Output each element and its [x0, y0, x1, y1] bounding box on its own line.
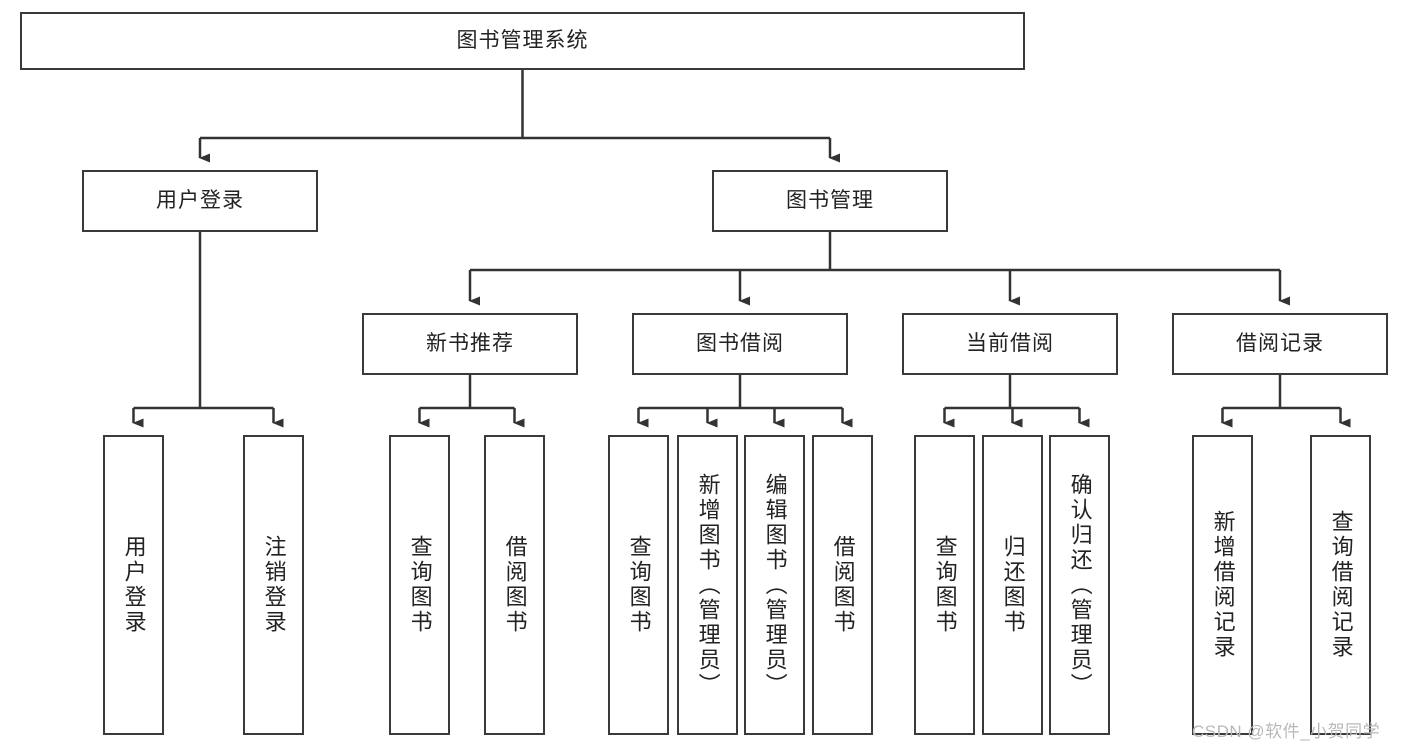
node-leaf-bw-add[interactable]: 新增图书（管理员） — [677, 435, 738, 735]
node-label-leaf-rec-add: 新增借阅记录 — [1210, 510, 1236, 660]
node-leaf-nb-query[interactable]: 查询图书 — [389, 435, 450, 735]
node-leaf-bw-query[interactable]: 查询图书 — [608, 435, 669, 735]
node-label-current: 当前借阅 — [966, 331, 1054, 355]
node-label-leaf-cur-confirm: 确认归还（管理员） — [1067, 472, 1093, 698]
node-records[interactable]: 借阅记录 — [1172, 313, 1388, 375]
node-label-leaf-user-login: 用户登录 — [121, 535, 147, 635]
node-borrow[interactable]: 图书借阅 — [632, 313, 848, 375]
node-label-leaf-bw-edit: 编辑图书（管理员） — [762, 472, 788, 698]
node-newbook[interactable]: 新书推荐 — [362, 313, 578, 375]
node-label-leaf-nb-query: 查询图书 — [407, 535, 433, 635]
node-label-leaf-bw-query: 查询图书 — [626, 535, 652, 635]
node-label-borrow: 图书借阅 — [696, 331, 784, 355]
node-label-leaf-rec-query: 查询借阅记录 — [1328, 510, 1354, 660]
node-label-records: 借阅记录 — [1236, 331, 1324, 355]
node-label-leaf-user-logout: 注销登录 — [261, 535, 287, 635]
node-leaf-cur-query[interactable]: 查询图书 — [914, 435, 975, 735]
node-current[interactable]: 当前借阅 — [902, 313, 1118, 375]
node-label-bookmgmt: 图书管理 — [786, 188, 874, 212]
node-label-leaf-cur-return: 归还图书 — [1000, 535, 1026, 635]
node-leaf-user-logout[interactable]: 注销登录 — [243, 435, 304, 735]
node-root[interactable]: 图书管理系统 — [20, 12, 1025, 70]
node-label-leaf-nb-borrow: 借阅图书 — [502, 535, 528, 635]
node-label-root: 图书管理系统 — [456, 28, 589, 52]
node-label-leaf-bw-add: 新增图书（管理员） — [695, 472, 721, 698]
node-leaf-bw-lend[interactable]: 借阅图书 — [812, 435, 873, 735]
node-leaf-user-login[interactable]: 用户登录 — [103, 435, 164, 735]
node-login[interactable]: 用户登录 — [82, 170, 318, 232]
node-bookmgmt[interactable]: 图书管理 — [712, 170, 948, 232]
node-leaf-rec-add[interactable]: 新增借阅记录 — [1192, 435, 1253, 735]
node-leaf-rec-query[interactable]: 查询借阅记录 — [1310, 435, 1371, 735]
node-leaf-cur-return[interactable]: 归还图书 — [982, 435, 1043, 735]
node-leaf-bw-edit[interactable]: 编辑图书（管理员） — [744, 435, 805, 735]
node-label-leaf-cur-query: 查询图书 — [932, 535, 958, 635]
node-leaf-cur-confirm[interactable]: 确认归还（管理员） — [1049, 435, 1110, 735]
node-label-newbook: 新书推荐 — [426, 331, 514, 355]
node-label-login: 用户登录 — [156, 188, 244, 212]
node-leaf-nb-borrow[interactable]: 借阅图书 — [484, 435, 545, 735]
node-label-leaf-bw-lend: 借阅图书 — [830, 535, 856, 635]
